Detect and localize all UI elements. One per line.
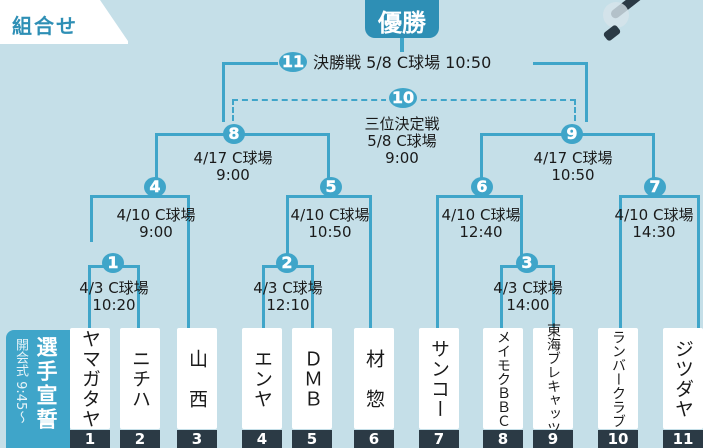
match-7-info: 4/10 C球場 14:30 <box>614 206 694 241</box>
match-5-number: 5 <box>320 177 342 197</box>
team-name: サンコー <box>428 338 450 419</box>
final-left-drop <box>222 62 225 122</box>
team-number: 5 <box>292 430 332 448</box>
match-8-number: 8 <box>223 124 245 144</box>
team-card: エンヤ <box>242 328 282 429</box>
match-2-info: 4/3 C球場 12:10 <box>253 279 323 314</box>
match-3-info: 4/3 C球場 14:00 <box>493 279 563 314</box>
team-card: ランバークラブ <box>598 328 638 429</box>
match-2-number: 2 <box>276 253 298 273</box>
opening-sub: 開会式 9:45〜 <box>13 338 28 424</box>
team-number: 1 <box>70 430 110 448</box>
team-card: ヤマガタヤ <box>70 328 110 429</box>
qf-7-line <box>619 195 700 198</box>
qf-7-right-drop <box>697 195 700 328</box>
team-card: メイモクＢＢＣ <box>483 328 523 429</box>
team-name: ヤマガタヤ <box>79 328 101 429</box>
qf-4-right-drop <box>187 195 190 328</box>
trophy-cup <box>365 0 439 38</box>
match-8-info: 4/17 C球場 9:00 <box>193 149 273 184</box>
qf-5-left-drop <box>286 195 289 265</box>
r1-3-right-drop <box>552 265 555 328</box>
qf-6-right-drop <box>520 195 523 265</box>
team-card: 山 西 <box>177 328 217 429</box>
qf-4-left-drop <box>90 195 93 242</box>
match-9-number: 9 <box>561 124 583 144</box>
match-5-info: 4/10 C球場 10:50 <box>290 206 370 241</box>
final-label-bg <box>278 52 533 74</box>
match-4-info: 4/10 C球場 9:00 <box>116 206 196 241</box>
team-number: 7 <box>419 430 459 448</box>
match-9-info: 4/17 C球場 10:50 <box>533 149 613 184</box>
team-card: サンコー <box>419 328 459 429</box>
team-card: ＤＭＢ <box>292 328 332 429</box>
match-10-info: 三位決定戦 5/8 C球場 9:00 <box>364 115 440 167</box>
third-right-drop <box>574 99 576 121</box>
r1-1-right-drop <box>137 265 140 328</box>
r1-2-right-drop <box>311 265 314 328</box>
header-label: 組合せ <box>12 14 78 38</box>
team-card: 材 惣 <box>354 328 394 429</box>
team-number: 4 <box>242 430 282 448</box>
r1-3-left-drop <box>500 265 503 328</box>
qf-6-left-drop <box>436 195 439 328</box>
team-name: エンヤ <box>251 348 273 409</box>
qf-7-left-drop <box>619 195 622 328</box>
semi-8-left-drop <box>155 133 158 185</box>
semi-9-right-drop <box>652 133 655 185</box>
match-3-number: 3 <box>516 253 538 273</box>
semi-8-right-drop <box>327 133 330 185</box>
opening-ceremony-box <box>6 330 70 448</box>
team-number: 9 <box>533 430 573 448</box>
match-10-number: 10 <box>389 88 417 108</box>
opening-title: 選手宣誓 <box>34 336 58 432</box>
team-name: メイモクＢＢＣ <box>495 329 511 428</box>
match-4-number: 4 <box>144 177 166 197</box>
r1-2-left-drop <box>262 265 265 328</box>
match-6-number: 6 <box>471 177 493 197</box>
trophy-label: 優勝 <box>378 9 426 37</box>
ball-icon <box>603 2 629 28</box>
qf-5-right-drop <box>369 195 372 328</box>
r1-1-left-drop <box>88 265 91 328</box>
team-card: ジツダヤ <box>663 328 703 429</box>
team-number: 2 <box>120 430 160 448</box>
match-11-info: 決勝戦 5/8 C球場 10:50 <box>313 53 492 72</box>
team-name: ＤＭＢ <box>301 348 323 409</box>
team-number: 3 <box>177 430 217 448</box>
match-6-info: 4/10 C球場 12:40 <box>441 206 521 241</box>
team-number: 10 <box>598 430 638 448</box>
team-name: ジツダヤ <box>672 338 694 419</box>
final-right-drop <box>585 62 588 122</box>
trophy-stem <box>400 38 404 62</box>
team-name: ニチハ <box>129 348 151 409</box>
team-card: ニチハ <box>120 328 160 429</box>
match-1-info: 4/3 C球場 10:20 <box>79 279 149 314</box>
team-name: 東海ブレキャッツ <box>545 322 561 435</box>
team-name: 山 西 <box>186 348 208 409</box>
match-1-number: 1 <box>102 253 124 273</box>
team-name: 材 惣 <box>363 348 385 409</box>
team-number: 11 <box>663 430 703 448</box>
third-left-drop <box>232 99 234 121</box>
semi-9-left-drop <box>480 133 483 185</box>
match-7-number: 7 <box>644 177 666 197</box>
team-number: 6 <box>354 430 394 448</box>
team-number: 8 <box>483 430 523 448</box>
team-name: ランバークラブ <box>610 329 626 428</box>
match-11-number: 11 <box>279 52 307 72</box>
qf-4-line <box>90 195 190 198</box>
team-card: 東海ブレキャッツ <box>533 323 573 435</box>
